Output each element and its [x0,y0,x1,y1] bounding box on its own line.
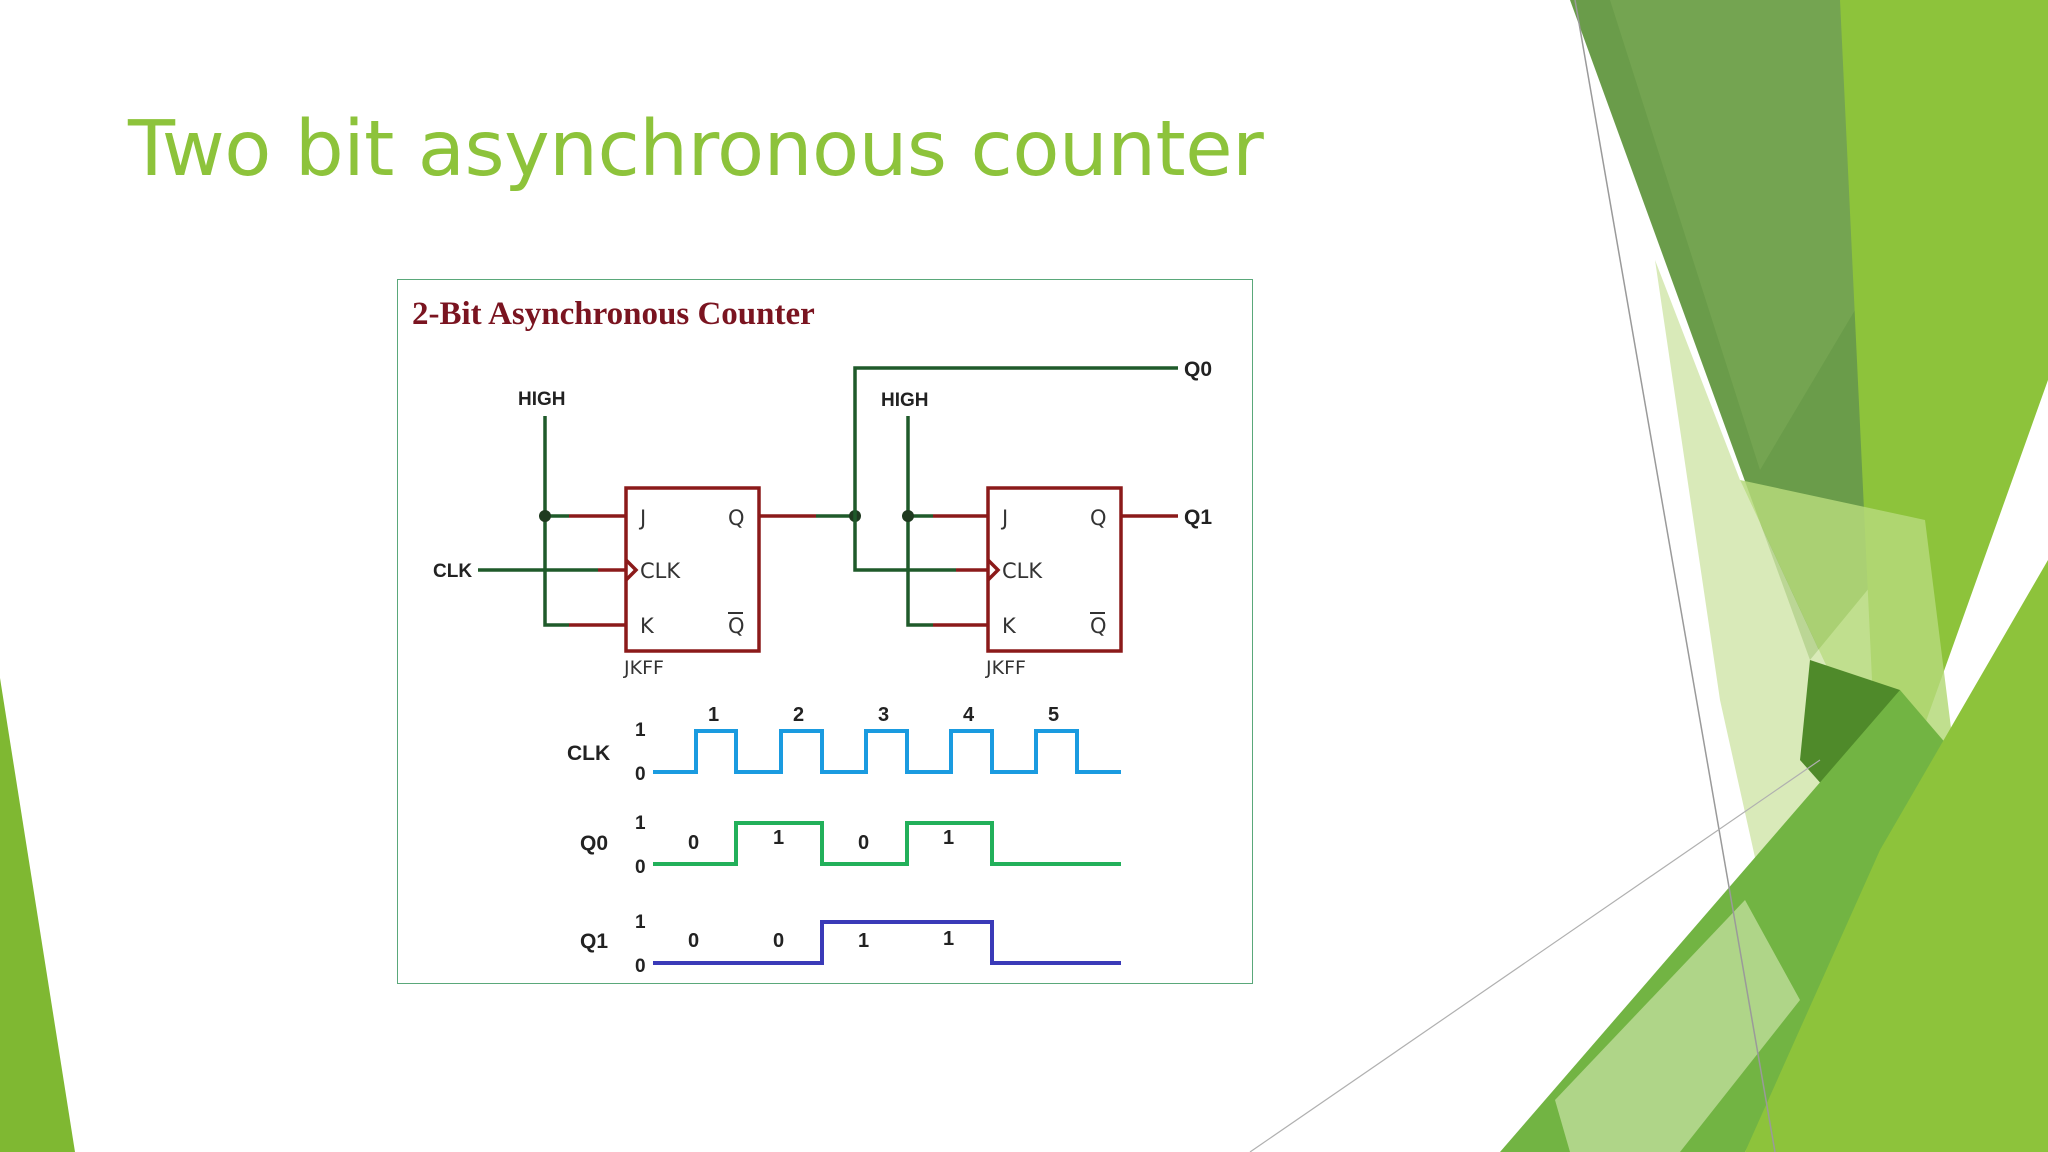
ff1-j-pin: J [638,506,646,530]
q1-waveform [653,920,1121,965]
clk-timing-label: CLK [567,742,610,765]
jkff-box-1 [624,486,761,653]
clk-waveform [653,729,1121,774]
clk-pulse-1: 1 [708,704,719,726]
q0-state-1: 0 [688,832,699,854]
q0-state-4: 1 [943,827,954,849]
figure-title: 2-Bit Asynchronous Counter [412,296,815,332]
bottom-right-shape [1745,560,2048,1152]
high-wire-2 [906,416,933,627]
junction-dot-3 [902,510,914,522]
q1-state-4: 1 [943,928,954,950]
ff1-k-pin: K [640,614,655,638]
clk-pulse-4: 4 [963,704,975,726]
q1-level-high: 1 [635,912,646,933]
bottom-pale-shape [1555,900,1800,1152]
clk-level-high: 1 [635,720,646,741]
q0-level-high: 1 [635,813,646,834]
ff2-q-pin: Q [1090,506,1107,530]
q0-state-3: 0 [858,832,869,854]
q0-level-low: 0 [635,857,646,878]
q1-state-1: 0 [688,930,699,952]
q0-output-wire [853,366,1178,516]
junction-dot-1 [539,510,551,522]
right-light-shape [1740,480,1955,760]
q1-state-2: 0 [773,930,784,952]
jkff-box-2 [986,486,1123,653]
slide-title: Two bit asynchronous counter [128,105,1264,194]
ff2-clk-pin: CLK [1002,559,1043,583]
q1-output-label: Q1 [1184,506,1212,529]
q1-level-low: 0 [635,956,646,977]
q0-waveform [653,821,1121,866]
q0-state-2: 1 [773,827,784,849]
clk-pulse-3: 3 [878,704,889,726]
timing-diagram: CLK 1 0 1 2 3 4 5 Q0 1 0 0 1 0 1 Q1 1 0 … [567,704,1121,977]
q0-timing-label: Q0 [580,832,608,855]
clk-triangle-1 [624,558,639,582]
ff2-qbar-pin: Q [1090,614,1107,638]
q0-output-label: Q0 [1184,358,1212,381]
ff1-clk-pin: CLK [640,559,681,583]
ff1-q-pin: Q [728,506,745,530]
left-green-wedge [0,678,75,1152]
ff2-name: JKFF [985,657,1026,679]
counter-diagram: 2-Bit Asynchronous Counter HIGH CLK J CL… [412,296,1212,977]
clk-input-label: CLK [433,561,472,582]
clk-level-low: 0 [635,764,646,785]
ff1-qbar-pin: Q [728,614,745,638]
clk-pulse-2: 2 [793,704,804,726]
ff2-k-pin: K [1002,614,1017,638]
ff1-name: JKFF [623,657,664,679]
counter-figure: 2-Bit Asynchronous Counter HIGH CLK J CL… [397,279,1253,984]
q1-timing-label: Q1 [580,930,608,953]
high-wire-1 [543,416,569,627]
high-label-2: HIGH [881,390,929,411]
q0-to-clk2-wire [853,516,956,572]
clk-pulse-5: 5 [1048,704,1059,726]
thin-line-2 [1249,759,1821,1152]
q1-state-3: 1 [858,930,869,952]
right-mid-shape [1610,0,1890,470]
clk-triangle-2 [986,558,1001,582]
ff2-j-pin: J [1000,506,1008,530]
high-label-1: HIGH [518,389,566,410]
thin-line-1 [1574,0,1776,1152]
